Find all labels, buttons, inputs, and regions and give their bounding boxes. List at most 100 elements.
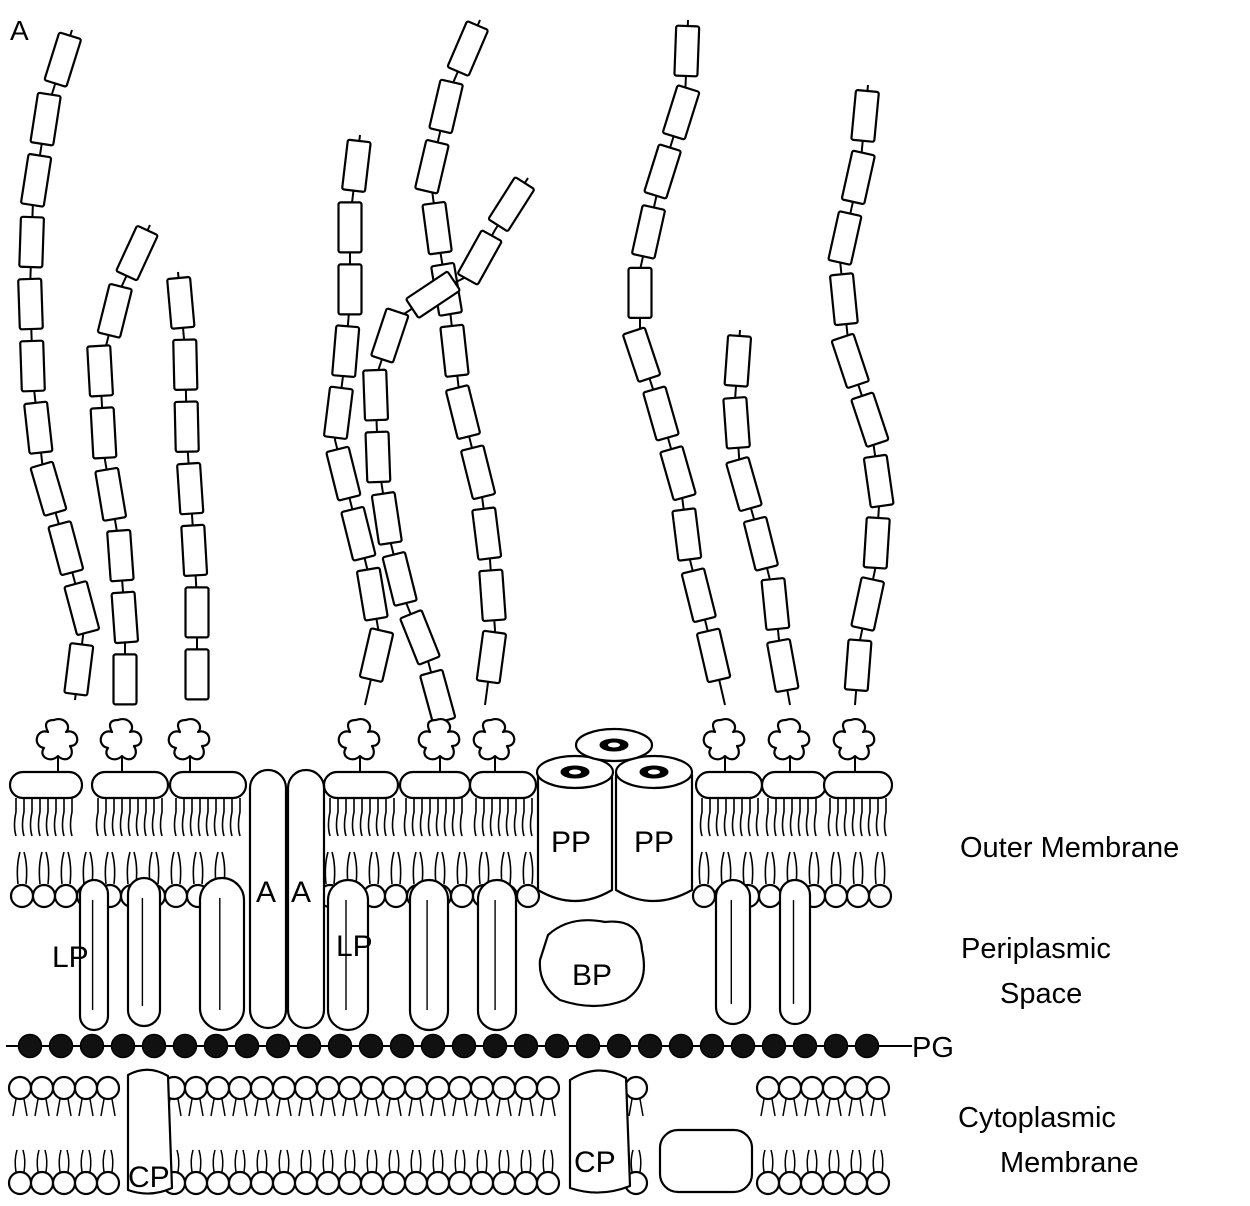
lipoprotein: [410, 880, 448, 1030]
cm-head-top: [625, 1077, 647, 1099]
cm-tail-top: [189, 1099, 203, 1116]
lipid-tail: [709, 798, 711, 836]
pg-bead: [19, 1035, 42, 1058]
sugar-unit: [357, 568, 388, 621]
lipid-tail: [161, 798, 163, 836]
lipoprotein: [780, 880, 810, 1024]
cm-head-bottom: [405, 1172, 427, 1194]
phospholipid-head: [55, 885, 77, 907]
lipid-tail: [501, 852, 510, 884]
sugar-unit: [98, 284, 132, 338]
sugar-unit: [112, 592, 139, 644]
lipid-tail: [453, 798, 455, 836]
lipid-tail: [799, 798, 801, 836]
core-oligosaccharide: [37, 719, 77, 759]
sugar-unit: [360, 628, 394, 682]
pg-bead: [608, 1035, 631, 1058]
lipid-tail: [207, 798, 209, 836]
sugar-unit: [697, 628, 731, 682]
porin-channel-core: [648, 770, 660, 775]
core-oligosaccharide: [704, 719, 744, 759]
cm-head-bottom: [471, 1172, 493, 1194]
pg-bead: [422, 1035, 445, 1058]
cm-tail-bottom: [345, 1150, 355, 1172]
phospholipid-head: [759, 885, 781, 907]
lipid-tail: [63, 798, 65, 836]
lipid-tail: [215, 798, 217, 836]
lipid-tail: [31, 798, 33, 836]
cm-tail-top: [849, 1099, 863, 1116]
lipid-tail: [483, 798, 485, 836]
lipid-tail: [193, 852, 202, 884]
cm-head-bottom: [427, 1172, 449, 1194]
lps-head: [324, 772, 398, 798]
lipid-tail: [145, 798, 147, 836]
lps-head: [824, 772, 892, 798]
lipid-tail: [741, 798, 743, 836]
cm-head-bottom: [75, 1172, 97, 1194]
core-oligosaccharide: [474, 719, 514, 759]
cm-tail-bottom: [477, 1150, 487, 1172]
lipid-tail: [231, 798, 233, 836]
lipid-tail: [749, 798, 751, 836]
pg-bead: [81, 1035, 104, 1058]
cm-head-bottom: [295, 1172, 317, 1194]
lipid-tail: [47, 798, 49, 836]
cm-tail-bottom: [785, 1150, 795, 1172]
cm-tail-bottom: [37, 1150, 47, 1172]
lipid-tail: [743, 852, 752, 884]
a-label-right: A: [291, 876, 311, 909]
sugar-unit: [339, 264, 362, 314]
cm-tail-top: [101, 1099, 115, 1116]
cm-head-bottom: [53, 1172, 75, 1194]
cm-tail-bottom: [59, 1150, 69, 1172]
sugar-unit: [632, 205, 665, 259]
cm-tail-bottom: [543, 1150, 553, 1172]
pg-label: PG: [912, 1032, 954, 1064]
sugar-unit: [363, 370, 388, 421]
cm-tail-top: [343, 1099, 357, 1116]
cm-tail-bottom: [15, 1150, 25, 1172]
pg-bead: [360, 1035, 383, 1058]
cm-head-top: [229, 1077, 251, 1099]
lipid-tail: [445, 798, 447, 836]
sugar-unit: [643, 386, 679, 440]
lipid-tail: [413, 852, 422, 884]
cm-tail-bottom: [81, 1150, 91, 1172]
lipid-tail: [55, 798, 57, 836]
lps-head: [170, 772, 246, 798]
lipid-tail: [385, 798, 387, 836]
cm-head-top: [97, 1077, 119, 1099]
lipid-tail: [815, 798, 817, 836]
lipid-tail: [353, 798, 355, 836]
sugar-unit: [420, 670, 455, 724]
cm-tail-top: [827, 1099, 841, 1116]
sugar-unit: [845, 639, 872, 691]
lipid-tail: [717, 798, 719, 836]
cm-head-top: [427, 1077, 449, 1099]
sugar-unit: [48, 521, 83, 575]
cm-tail-bottom: [103, 1150, 113, 1172]
lps-head: [470, 772, 536, 798]
lipid-tail: [223, 798, 225, 836]
cm-head-top: [251, 1077, 273, 1099]
cm-tail-bottom: [851, 1150, 861, 1172]
cm-head-bottom: [361, 1172, 383, 1194]
cm-head-top: [515, 1077, 537, 1099]
cm-head-bottom: [273, 1172, 295, 1194]
cp-label-left: CP: [128, 1161, 170, 1194]
cm-tail-top: [805, 1099, 819, 1116]
cm-tail-top: [299, 1099, 313, 1116]
lipid-tail: [129, 798, 131, 836]
cm-head-bottom: [317, 1172, 339, 1194]
lipid-tail: [869, 798, 871, 836]
lps-chain: [828, 85, 893, 705]
pg-bead: [856, 1035, 879, 1058]
lps-chain: [623, 20, 731, 705]
sugar-unit: [629, 268, 652, 318]
lps-chain: [415, 20, 506, 705]
lipid-tail: [23, 798, 25, 836]
cm-tail-bottom: [873, 1150, 883, 1172]
lipid-tail: [361, 798, 363, 836]
cm-tail-bottom: [455, 1150, 465, 1172]
